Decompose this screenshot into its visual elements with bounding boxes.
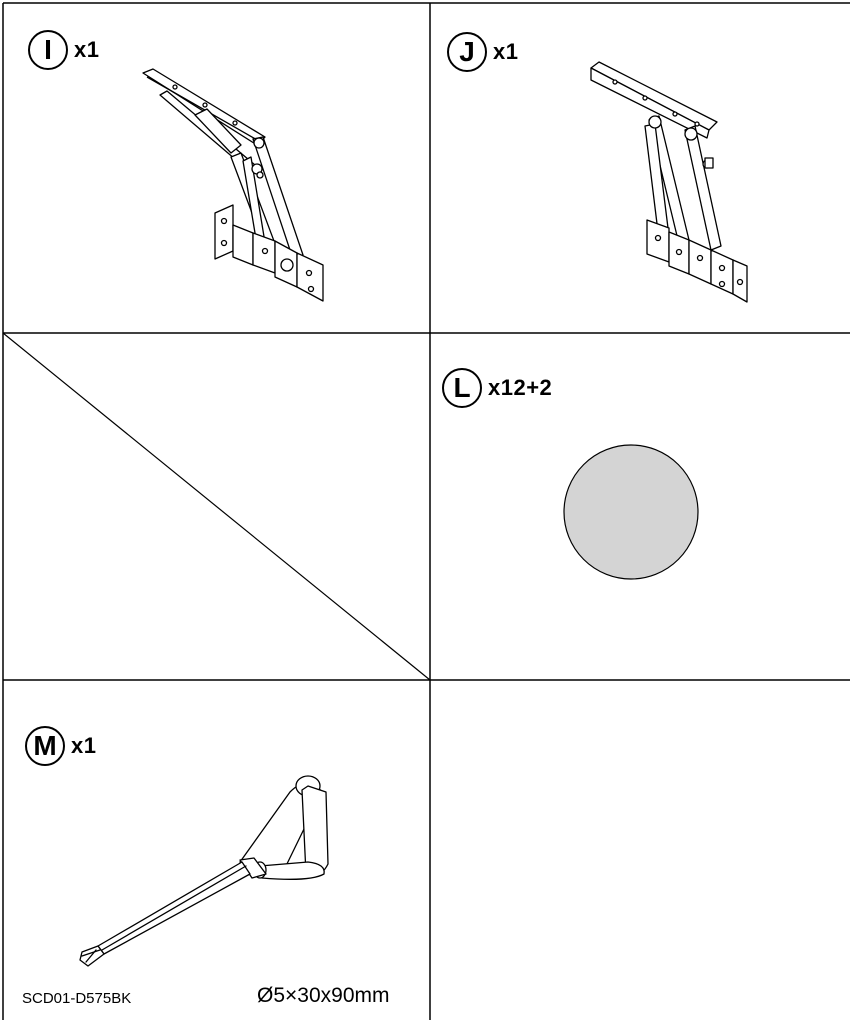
part-l-badge: L	[442, 368, 482, 408]
empty-cell-diagonal	[2, 332, 431, 681]
part-j-quantity: x1	[493, 39, 519, 64]
part-m-badge: M	[25, 726, 65, 766]
part-m-label: M x1	[25, 726, 96, 766]
part-i-label: I x1	[28, 30, 99, 70]
part-j-badge: J	[447, 32, 487, 72]
part-i-quantity: x1	[74, 37, 100, 62]
round-disc-icon	[563, 444, 699, 580]
screwdriver-icon	[79, 775, 329, 967]
part-m-quantity: x1	[71, 733, 97, 758]
part-j-label: J x1	[447, 32, 518, 72]
screwdriver-dimensions: Ø5×30x90mm	[257, 984, 390, 1007]
part-l-quantity: x12+2	[488, 375, 553, 400]
model-number: SCD01-D575BK	[22, 990, 132, 1007]
lift-mechanism-right-icon	[590, 61, 748, 303]
part-l-label: L x12+2	[442, 368, 552, 408]
lift-mechanism-left-icon	[142, 68, 324, 302]
part-i-badge: I	[28, 30, 68, 70]
